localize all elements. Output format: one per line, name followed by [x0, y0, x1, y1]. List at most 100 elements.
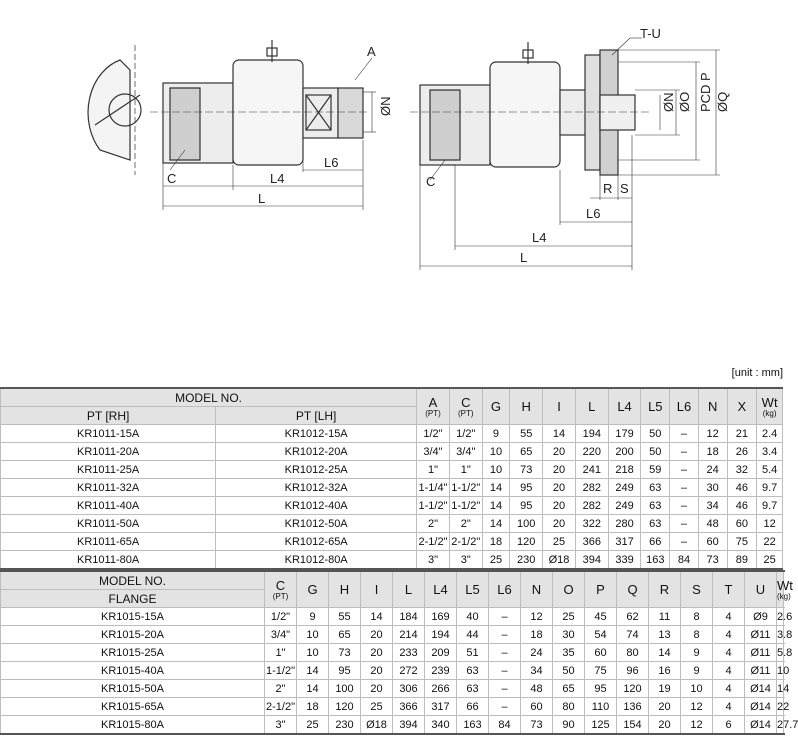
table-cell: 1-1/4" — [416, 478, 450, 497]
table-cell: KR1012-40A — [215, 496, 418, 515]
table-cell: 194 — [424, 625, 457, 644]
col-h: H — [509, 387, 544, 425]
table-cell: 5.8 — [776, 643, 792, 662]
table-cell: – — [488, 643, 521, 662]
table-cell: 10 — [776, 661, 789, 680]
left-side-view — [87, 45, 142, 175]
table-cell: KR1011-25A — [0, 460, 217, 479]
table-cell: 12 — [520, 607, 553, 626]
label-n-right: ØN — [661, 93, 676, 113]
col2-r: R — [648, 570, 681, 608]
table-cell: 84 — [488, 715, 521, 735]
table-cell: 200 — [607, 442, 642, 461]
table-cell: 25 — [296, 715, 329, 735]
label-l-left: L — [258, 191, 265, 206]
table-cell: 20 — [360, 661, 393, 680]
table-cell: 154 — [616, 715, 649, 735]
table-cell: 280 — [607, 514, 642, 533]
table-cell: 1-1/2" — [448, 478, 483, 497]
table-cell: 40 — [456, 607, 489, 626]
table-cell: 59 — [640, 460, 671, 479]
table-cell: 3/4" — [448, 442, 483, 461]
col2-n: N — [520, 570, 553, 608]
table-cell: 136 — [616, 697, 649, 716]
label-c-right: C — [426, 174, 435, 189]
label-s: S — [620, 181, 629, 196]
table-cell: 2-1/2" — [264, 697, 297, 716]
table-cell: 14 — [776, 679, 789, 698]
table-cell: 220 — [574, 442, 609, 461]
col-l5: L5 — [640, 387, 671, 425]
col-l6: L6 — [669, 387, 699, 425]
col2-l6: L6 — [488, 570, 521, 608]
table-cell: 10 — [481, 460, 511, 479]
table-cell: 51 — [456, 643, 489, 662]
table-cell: KR1012-50A — [215, 514, 418, 533]
table-cell: 20 — [542, 514, 576, 533]
table-cell: 3.8 — [776, 625, 792, 644]
table-cell: 20 — [542, 442, 576, 461]
table-cell: 8 — [680, 625, 713, 644]
table-cell: 125 — [584, 715, 617, 735]
label-l4-left: L4 — [270, 171, 284, 186]
table-cell: 3.4 — [756, 442, 783, 461]
table-cell: KR1012-25A — [215, 460, 418, 479]
table-cell: 14 — [648, 643, 681, 662]
table-cell: 366 — [392, 697, 425, 716]
col-c: C(PT) — [448, 387, 483, 425]
table-cell: 55 — [509, 424, 544, 443]
table-cell: KR1015-40A — [0, 661, 265, 680]
table-cell: Ø18 — [360, 715, 393, 735]
table-cell: 45 — [584, 607, 617, 626]
table-cell: 65 — [509, 442, 544, 461]
table-cell: 25 — [552, 607, 585, 626]
table-cell: 84 — [669, 550, 699, 570]
table-cell: – — [669, 424, 699, 443]
table-cell: – — [488, 607, 521, 626]
table-cell: 12 — [756, 514, 783, 533]
table-cell: Ø14 — [744, 697, 777, 716]
table-cell: 55 — [328, 607, 361, 626]
table-cell: 6 — [712, 715, 745, 735]
table-cell: 214 — [392, 625, 425, 644]
table-cell: 26 — [726, 442, 758, 461]
table-cell: 20 — [542, 496, 576, 515]
col2-h: H — [328, 570, 361, 608]
table-cell: Ø9 — [744, 607, 777, 626]
table-cell: KR1015-15A — [0, 607, 265, 626]
table-cell: 282 — [574, 478, 609, 497]
table-cell: 317 — [424, 697, 457, 716]
table-cell: KR1011-15A — [0, 424, 217, 443]
table-cell: 14 — [296, 661, 329, 680]
table-cell: 48 — [697, 514, 728, 533]
table-cell: 282 — [574, 496, 609, 515]
table-cell: 19 — [648, 679, 681, 698]
table-cell: 65 — [328, 625, 361, 644]
table-cell: 239 — [424, 661, 457, 680]
table-cell: KR1015-20A — [0, 625, 265, 644]
label-o-right: ØO — [677, 92, 692, 112]
table-cell: 184 — [392, 607, 425, 626]
table-cell: 3/4" — [416, 442, 450, 461]
table-cell: 50 — [552, 661, 585, 680]
table-cell: 54 — [584, 625, 617, 644]
table-cell: 233 — [392, 643, 425, 662]
col-wt: Wt(kg) — [756, 387, 783, 425]
col2-q: Q — [616, 570, 649, 608]
table-cell: 63 — [456, 661, 489, 680]
flange-header: FLANGE — [0, 589, 265, 608]
label-l-right: L — [520, 250, 527, 265]
table-cell: 18 — [481, 532, 511, 551]
table-cell: 110 — [584, 697, 617, 716]
right-section-view — [410, 37, 720, 270]
table-cell: 21 — [726, 424, 758, 443]
label-c-left: C — [167, 171, 176, 186]
table-cell: 22 — [776, 697, 789, 716]
table-cell: 5.4 — [756, 460, 783, 479]
table-cell: 10 — [680, 679, 713, 698]
col2-g: G — [296, 570, 329, 608]
table-cell: KR1011-65A — [0, 532, 217, 551]
